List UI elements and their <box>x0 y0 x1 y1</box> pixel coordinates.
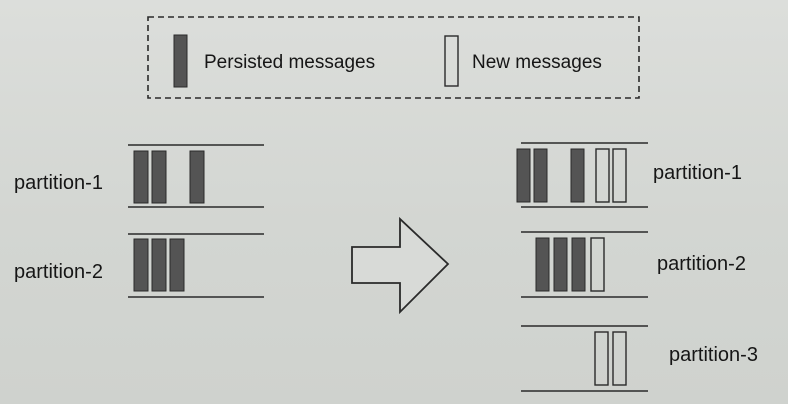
after-partition-1-persisted-message <box>570 148 585 203</box>
before-partition-1-label: partition-1 <box>14 172 103 194</box>
before-partition-1-persisted-message <box>189 150 205 204</box>
after-partition-1-label: partition-1 <box>653 162 742 184</box>
after-partition-1-persisted-message <box>533 148 548 203</box>
after-partition-3-label: partition-3 <box>669 344 758 366</box>
after-partition-3-new-message <box>612 331 627 386</box>
message-blocks <box>133 148 627 386</box>
after-partition-2-label: partition-2 <box>657 253 746 275</box>
after-partition-1-persisted-message <box>516 148 531 203</box>
after-partition-1-new-message <box>612 148 627 203</box>
after-partition-1-new-message <box>595 148 610 203</box>
legend: Persisted messages New messages <box>147 16 640 99</box>
after-partition-lines <box>521 142 648 392</box>
legend-border <box>147 16 640 99</box>
after-partition-3-new-message <box>594 331 609 386</box>
legend-persisted-label: Persisted messages <box>204 52 375 73</box>
after-partition-2-persisted-message <box>571 237 586 292</box>
after-partition-2-persisted-message <box>553 237 568 292</box>
before-partition-1-persisted-message <box>151 150 167 204</box>
before-partition-2-persisted-message <box>169 238 185 292</box>
before-partition-2-label: partition-2 <box>14 261 103 283</box>
before-partition-2-persisted-message <box>151 238 167 292</box>
before-partition-1-persisted-message <box>133 150 149 204</box>
transition-arrow-icon <box>351 216 450 315</box>
legend-persisted-swatch <box>173 34 188 88</box>
legend-new-swatch <box>444 35 459 87</box>
before-partition-lines <box>128 144 264 298</box>
legend-new-label: New messages <box>472 52 602 73</box>
after-partition-2-persisted-message <box>535 237 550 292</box>
after-partition-2-new-message <box>590 237 605 292</box>
before-partition-2-persisted-message <box>133 238 149 292</box>
